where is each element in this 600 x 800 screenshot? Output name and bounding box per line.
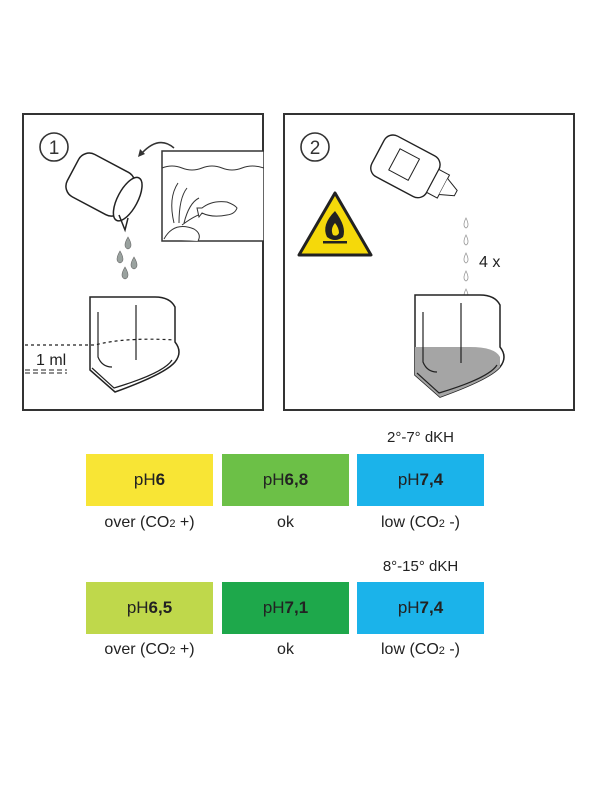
status-label: ok — [277, 641, 294, 658]
status-label: over (CO2 +) — [104, 641, 195, 658]
flammable-warning-icon — [297, 191, 373, 257]
dkh-range-header: 2°-7° dKH — [386, 429, 455, 446]
step-number-1: 1 — [49, 138, 60, 159]
volume-label: 1 ml — [36, 352, 66, 369]
step-1-panel: 1 1 ml — [22, 113, 264, 411]
step-2-panel: 2 4 x — [283, 113, 575, 411]
status-label: ok — [277, 514, 294, 531]
step-2-illustration: 2 4 x — [297, 132, 505, 398]
status-label: over (CO2 +) — [104, 514, 195, 531]
dkh-range-header: 8°-15° dKH — [382, 558, 459, 575]
step-number-2: 2 — [310, 138, 321, 159]
status-label: low (CO2 -) — [380, 641, 460, 658]
drops-label: 4 x — [479, 254, 500, 271]
status-label: low (CO2 -) — [380, 514, 460, 531]
step-1-illustration: 1 1 ml — [25, 132, 264, 393]
